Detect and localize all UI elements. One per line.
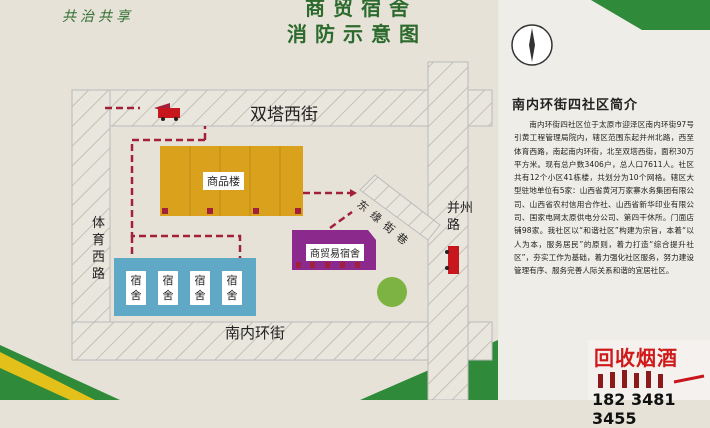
road-label-west: 体育西路 — [92, 216, 106, 282]
central-garden — [377, 277, 407, 307]
dorm-label: 宿舍 — [222, 271, 242, 305]
arrow-icon — [350, 189, 357, 197]
road-alley — [359, 174, 441, 241]
intro-text: 南内环街四社区位于太原市迎泽区南内环街97号引黄工程管理局院内，辖区范围东起并州… — [514, 120, 694, 276]
road-south — [71, 321, 493, 361]
ad-title: 回收烟酒 — [594, 346, 678, 370]
compass-icon — [511, 24, 553, 66]
decorative-stripe — [0, 352, 95, 400]
road-north — [71, 89, 493, 127]
road-label-east: 并州路 — [447, 201, 474, 233]
title-line-1: 商贸宿舍 — [305, 0, 417, 20]
road-label-north: 双塔西街 — [250, 105, 318, 125]
road-west — [71, 89, 111, 361]
fire-truck-icon — [445, 246, 459, 274]
commodity-building-label: 商品楼 — [203, 172, 244, 190]
fire-truck-icon — [158, 108, 180, 121]
dorm-label: 宿舍 — [126, 271, 146, 305]
intro-panel — [498, 0, 710, 400]
bottles-icon — [596, 370, 706, 388]
trade-dorm-label: 商贸易宿舍 — [306, 244, 364, 261]
dorm-label: 宿舍 — [158, 271, 178, 305]
dorm-label: 宿舍 — [190, 271, 210, 305]
exit-sign-icon — [162, 208, 360, 268]
recycling-ad: 回收烟酒 182 3481 3455 — [588, 340, 710, 428]
slogan: 共治共享 — [62, 9, 134, 25]
page-title: 消防示意图 — [287, 22, 427, 46]
ad-phone: 182 3481 3455 — [592, 390, 676, 428]
road-label-south: 南内环街 — [225, 324, 286, 342]
decorative-stripe — [0, 345, 120, 400]
intro-title: 南内环街四社区简介 — [512, 98, 639, 113]
escape-route — [105, 106, 353, 258]
